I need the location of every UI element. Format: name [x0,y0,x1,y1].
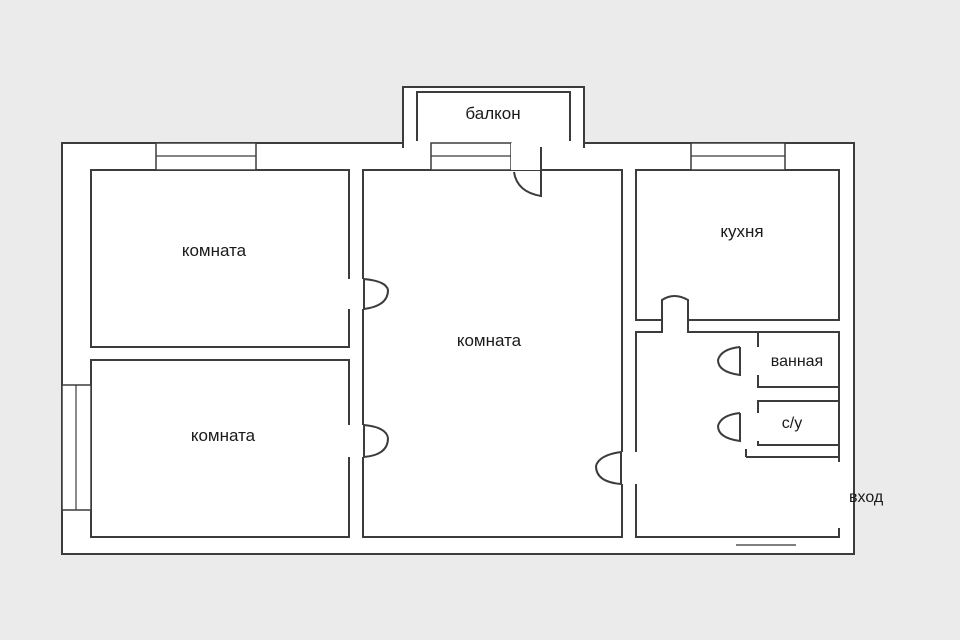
label-kitchen: кухня [720,222,763,241]
door-balcony [513,147,542,198]
door-toilet [716,412,741,443]
label-bathroom: ванная [771,353,823,370]
kitchen [635,169,840,321]
label-balcony: балкон [465,104,520,123]
bathroom [757,331,840,388]
door-kitchen [661,295,689,333]
room-top-left [90,169,350,348]
door-bottom-left [363,424,390,459]
label-room-top-left: комната [182,241,247,260]
label-entrance: вход [849,489,884,506]
room-center [362,169,623,538]
entrance-opening [838,462,846,528]
label-room-bottom-left: комната [191,426,256,445]
label-room-center: комната [457,331,522,350]
label-toilet: с/у [782,415,802,432]
door-hall-center [594,451,622,486]
toilet [757,400,840,446]
room-bottom-left [90,359,350,538]
door-bathroom [716,346,741,377]
door-top-left [363,278,390,311]
